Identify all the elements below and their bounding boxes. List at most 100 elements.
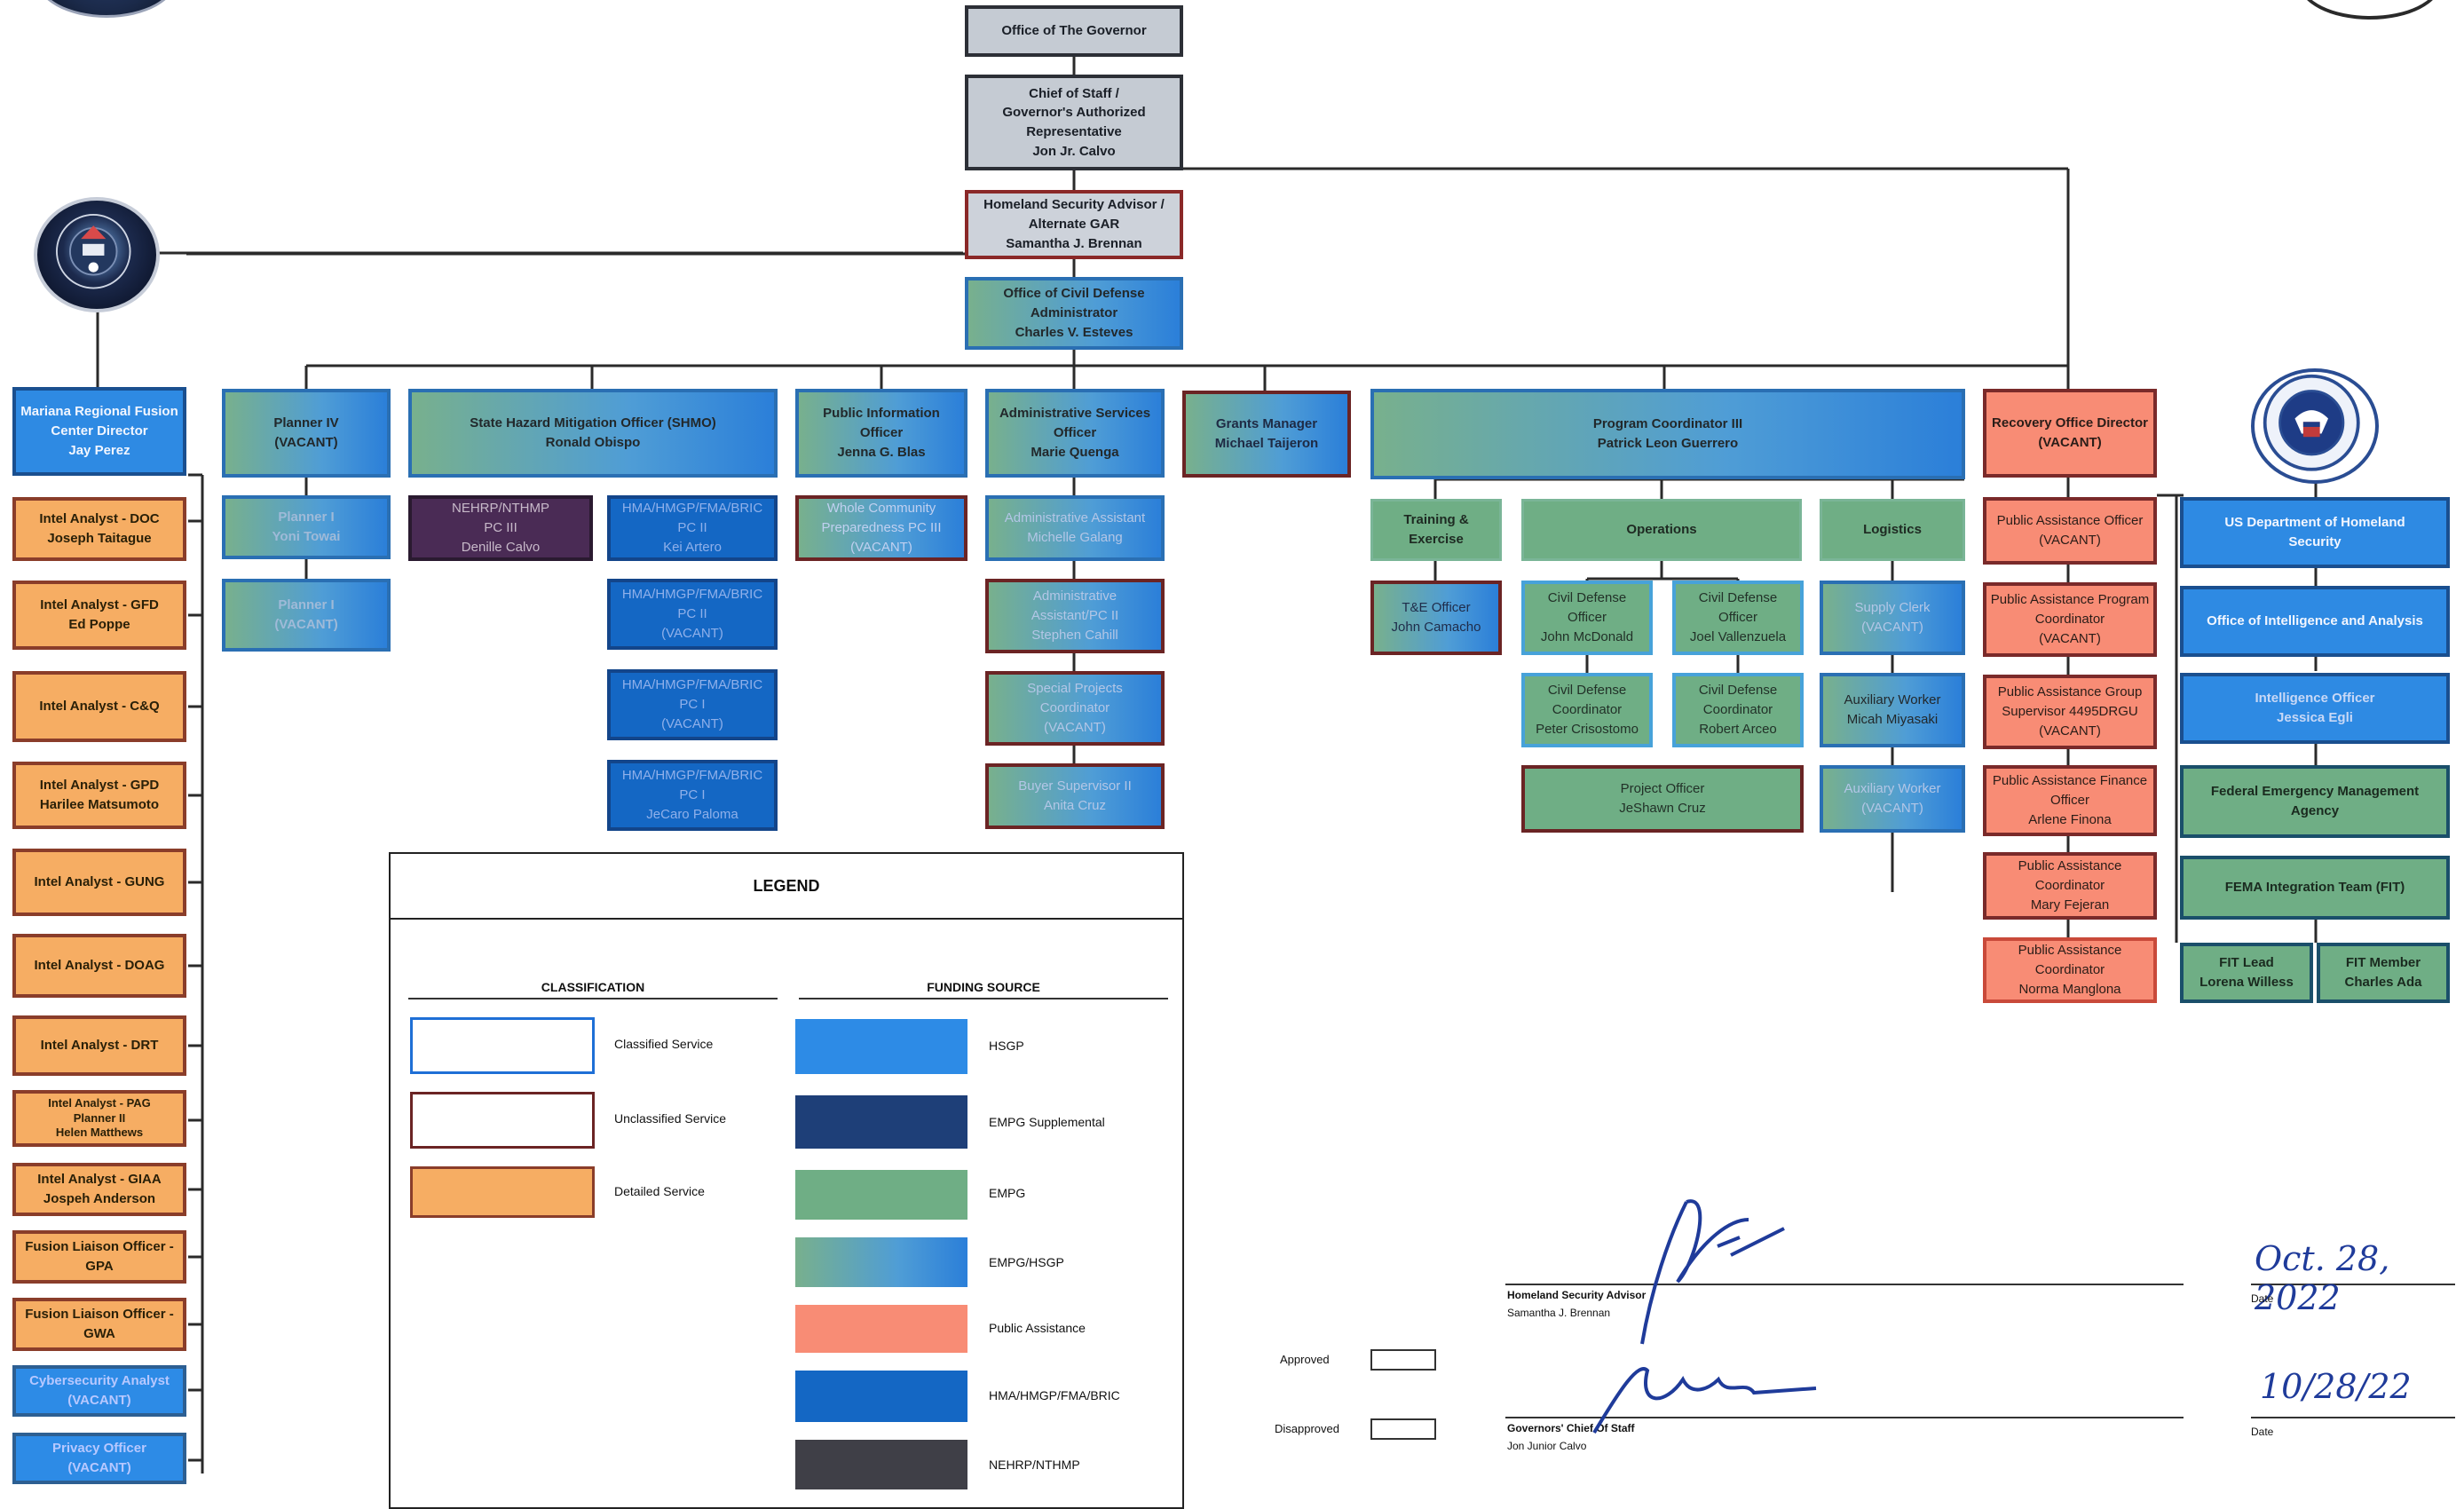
fusion-item-12: Cybersecurity Analyst (VACANT): [12, 1365, 186, 1417]
hsgp-label: HSGP: [989, 1039, 1024, 1053]
approved-checkbox[interactable]: [1370, 1349, 1436, 1371]
admin-assistant-pc-ii: Administrative Assistant/PC II Stephen C…: [985, 579, 1165, 653]
fema-integration-team: FEMA Integration Team (FIT): [2180, 856, 2450, 920]
unclassified-swatch: [410, 1092, 595, 1149]
funding-header: FUNDING SOURCE: [799, 980, 1168, 999]
pa-coordinator-1: Public Assistance Coordinator Mary Fejer…: [1983, 852, 2157, 920]
planner-i-towai: Planner I Yoni Towai: [222, 495, 391, 559]
shmo-officer: State Hazard Mitigation Officer (SHMO) R…: [408, 389, 778, 478]
gcs-date: 10/28/22: [2260, 1367, 2412, 1406]
grants-manager: Grants Manager Michael Taijeron: [1182, 391, 1351, 478]
fusion-item-5: Intel Analyst - GUNG: [12, 849, 186, 916]
approved-label: Approved: [1280, 1353, 1330, 1366]
detailed-label: Detailed Service: [614, 1184, 705, 1198]
classified-label: Classified Service: [614, 1037, 714, 1051]
fusion-seal-graphic: [56, 214, 131, 289]
hsa-signature: [1640, 1199, 1785, 1345]
hma-swatch: [795, 1371, 967, 1422]
gcs-signature: [1592, 1367, 1817, 1434]
operations-header: Operations: [1521, 499, 1802, 561]
hsgp-swatch: [795, 1019, 967, 1074]
gcs-signature-line: [1505, 1417, 2184, 1418]
public-assistance-label: Public Assistance: [989, 1321, 1086, 1335]
cd-coordinator-2: Civil Defense Coordinator Robert Arceo: [1672, 673, 1804, 747]
fusion-center-seal: [34, 197, 160, 312]
pa-group-supervisor: Public Assistance Group Supervisor 4495D…: [1983, 675, 2157, 749]
hma-pc-ii-1: HMA/HMGP/FMA/BRIC PC II Kei Artero: [607, 495, 778, 561]
fema: Federal Emergency Management Agency: [2180, 765, 2450, 838]
gcs-name: Jon Junior Calvo: [1507, 1440, 1587, 1452]
fusion-center-director: Mariana Regional Fusion Center Director …: [12, 387, 186, 476]
admin-assistant: Administrative Assistant Michelle Galang: [985, 495, 1165, 561]
top-right-seal: [2299, 0, 2441, 20]
disapproved-checkbox[interactable]: [1370, 1418, 1436, 1440]
fit-lead: FIT Lead Lorena Willess: [2180, 943, 2313, 1003]
whole-community-pc: Whole Community Preparedness PC III (VAC…: [795, 495, 967, 561]
special-projects-coordinator: Special Projects Coordinator (VACANT): [985, 671, 1165, 746]
administrative-services-officer: Administrative Services Officer Marie Qu…: [985, 389, 1165, 478]
pa-program-coordinator: Public Assistance Program Coordinator (V…: [1983, 582, 2157, 657]
us-dhs: US Department of Homeland Security: [2180, 497, 2450, 568]
chief-of-staff: Chief of Staff / Governor's Authorized R…: [965, 75, 1183, 170]
hma-pc-i-2: HMA/HMGP/FMA/BRIC PC I JeCaro Paloma: [607, 760, 778, 831]
pa-officer: Public Assistance Officer (VACANT): [1983, 497, 2157, 565]
cd-officer-2: Civil Defense Officer Joel Vallenzuela: [1672, 581, 1804, 655]
fusion-item-3: Intel Analyst - C&Q: [12, 671, 186, 742]
dhs-seal: [2251, 368, 2379, 484]
auxiliary-worker-1: Auxiliary Worker Micah Miyasaki: [1820, 673, 1965, 747]
hsa-date-line: [2251, 1284, 2455, 1285]
nehrp-swatch: [795, 1440, 967, 1489]
fusion-item-10: Fusion Liaison Officer - GPA: [12, 1230, 186, 1284]
hsa-name: Samantha J. Brennan: [1507, 1307, 1611, 1319]
homeland-security-advisor: Homeland Security Advisor / Alternate GA…: [965, 190, 1183, 259]
unclassified-label: Unclassified Service: [614, 1111, 727, 1126]
buyer-supervisor: Buyer Supervisor II Anita Cruz: [985, 763, 1165, 829]
empg-swatch: [795, 1170, 967, 1220]
hma-pc-i-1: HMA/HMGP/FMA/BRIC PC I (VACANT): [607, 669, 778, 740]
hsa-date: Oct. 28, 2022: [2255, 1239, 2390, 1317]
dhs-seal-graphic: [2263, 374, 2360, 471]
gcs-title: Governors' Chief Of Staff: [1507, 1422, 1635, 1434]
legend-panel: LEGEND CLASSIFICATION FUNDING SOURCE Cla…: [389, 852, 1184, 1509]
hsa-signature-line: [1505, 1284, 2184, 1285]
public-assistance-swatch: [795, 1305, 967, 1353]
recovery-office-director: Recovery Office Director (VACANT): [1983, 389, 2157, 478]
nehrp-label: NEHRP/NTHMP: [989, 1458, 1080, 1472]
pa-coordinator-2: Public Assistance Coordinator Norma Mang…: [1983, 937, 2157, 1003]
empg-hsgp-swatch: [795, 1237, 967, 1287]
empg-hsgp-label: EMPG/HSGP: [989, 1255, 1064, 1269]
program-coordinator: Program Coordinator III Patrick Leon Gue…: [1370, 389, 1965, 479]
classification-header: CLASSIFICATION: [408, 980, 778, 999]
gcs-date-line: [2251, 1417, 2455, 1418]
planner-i-vacant: Planner I (VACANT): [222, 579, 391, 652]
training-exercise-header: Training & Exercise: [1370, 499, 1502, 561]
planner-iv: Planner IV (VACANT): [222, 389, 391, 478]
fusion-item-2: Intel Analyst - GFD Ed Poppe: [12, 581, 186, 650]
fusion-item-11: Fusion Liaison Officer - GWA: [12, 1298, 186, 1351]
office-of-the-governor: Office of The Governor: [965, 5, 1183, 57]
empg-supplemental-label: EMPG Supplemental: [989, 1115, 1105, 1129]
pa-finance-officer: Public Assistance Finance Officer Arlene…: [1983, 765, 2157, 836]
fusion-item-13: Privacy Officer (VACANT): [12, 1433, 186, 1484]
cd-coordinator-1: Civil Defense Coordinator Peter Crisosto…: [1521, 673, 1653, 747]
fusion-item-1: Intel Analyst - DOC Joseph Taitague: [12, 497, 186, 561]
te-officer: T&E Officer John Camacho: [1370, 581, 1502, 655]
auxiliary-worker-2: Auxiliary Worker (VACANT): [1820, 765, 1965, 833]
project-officer: Project Officer JeShawn Cruz: [1521, 765, 1804, 833]
disapproved-label: Disapproved: [1275, 1422, 1339, 1435]
fusion-item-4: Intel Analyst - GPD Harilee Matsumoto: [12, 762, 186, 829]
top-left-seal: [36, 0, 178, 18]
hma-label: HMA/HMGP/FMA/BRIC: [989, 1388, 1120, 1402]
cd-officer-1: Civil Defense Officer John McDonald: [1521, 581, 1653, 655]
date-label-2: Date: [2251, 1426, 2274, 1438]
empg-label: EMPG: [989, 1186, 1026, 1200]
logistics-header: Logistics: [1820, 499, 1965, 561]
nehrp-pc-iii: NEHRP/NTHMP PC III Denille Calvo: [408, 495, 593, 561]
intelligence-officer: Intelligence Officer Jessica Egli: [2180, 673, 2450, 744]
supply-clerk: Supply Clerk (VACANT): [1820, 581, 1965, 655]
fusion-item-7: Intel Analyst - DRT: [12, 1015, 186, 1076]
fusion-item-6: Intel Analyst - DOAG: [12, 934, 186, 998]
date-label-1: Date: [2251, 1292, 2274, 1305]
hma-pc-ii-2: HMA/HMGP/FMA/BRIC PC II (VACANT): [607, 579, 778, 650]
fusion-item-9: Intel Analyst - GIAA Jospeh Anderson: [12, 1163, 186, 1216]
